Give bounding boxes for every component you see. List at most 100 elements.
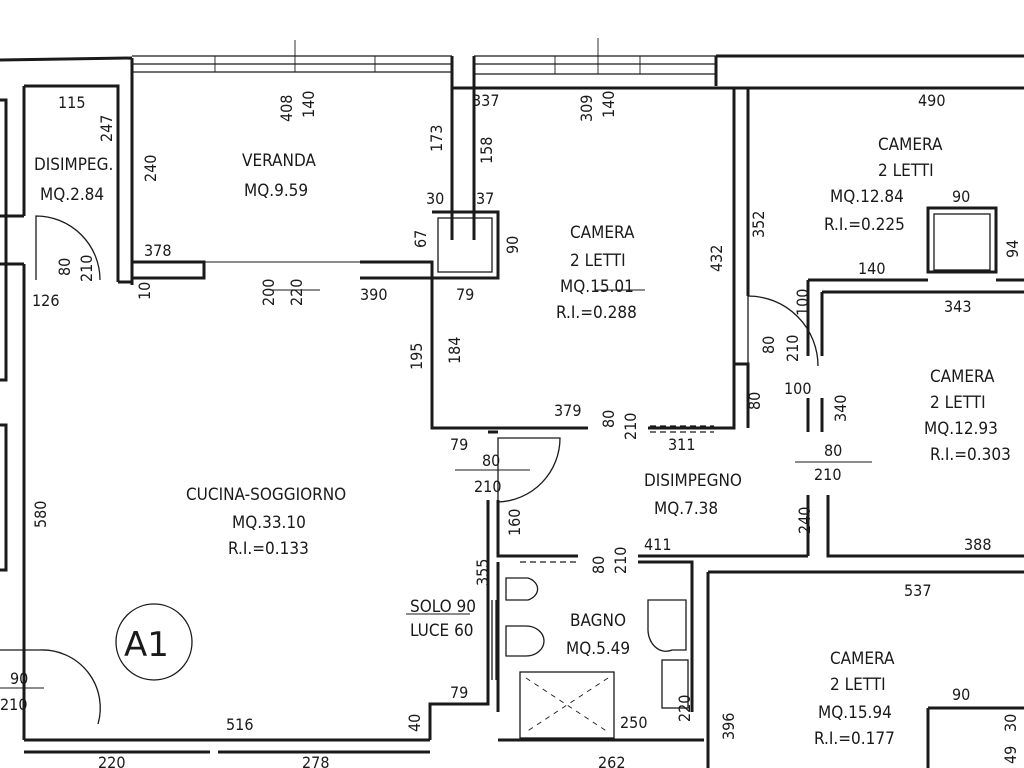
dim-label: 49 <box>1001 746 1020 764</box>
dim-label: 250 <box>620 713 647 732</box>
dim-label: 80 <box>599 410 618 428</box>
dim-label: 184 <box>445 337 464 364</box>
dim-label: 79 <box>450 683 468 702</box>
door-swing <box>747 295 819 367</box>
dim-label: 140 <box>858 259 885 278</box>
dim-label: 160 <box>505 509 524 536</box>
dim-label: 80 <box>589 556 608 574</box>
dim-label: 537 <box>904 581 931 600</box>
dim-label: 80 <box>482 451 500 470</box>
room-area: MQ.7.38 <box>654 499 718 519</box>
dim-label: 516 <box>226 715 253 734</box>
room-ri: R.I.=0.177 <box>814 729 895 749</box>
dim-label: 10 <box>135 282 154 300</box>
dimension-lines <box>0 289 872 689</box>
room-name: CUCINA-SOGGIORNO <box>186 485 346 505</box>
door-swing <box>497 437 561 503</box>
dim-label: 90 <box>503 236 522 254</box>
dimension-labels: 115 247 240 378 10 126 80 210 408 140 17… <box>0 91 1022 768</box>
room-beds: 2 LETTI <box>878 161 934 181</box>
dim-label: 240 <box>795 507 814 534</box>
walls <box>0 38 1024 768</box>
dim-label: 90 <box>952 685 970 704</box>
room-labels: DISIMPEG. MQ.2.84 VERANDA MQ.9.59 CAMERA… <box>34 135 1011 749</box>
dim-label: 337 <box>472 91 499 110</box>
dim-label: 262 <box>598 753 625 768</box>
sink-icon <box>647 599 687 652</box>
room-area: MQ.12.93 <box>924 419 998 439</box>
note-line-1: SOLO 90 <box>410 597 476 617</box>
dim-label: 67 <box>411 230 430 248</box>
dim-label: 210 <box>77 255 96 282</box>
wc-icon <box>505 577 539 601</box>
doors <box>0 215 819 725</box>
dim-label: 30 <box>426 189 444 208</box>
dim-label: 90 <box>10 669 28 688</box>
room-name: CAMERA <box>830 649 895 669</box>
dim-label: 379 <box>554 401 581 420</box>
dim-label: 490 <box>918 91 945 110</box>
room-ri: R.I.=0.225 <box>824 215 905 235</box>
dim-label: 210 <box>474 477 501 496</box>
dim-label: 210 <box>0 695 27 714</box>
dim-label: 126 <box>32 291 59 310</box>
room-ri: R.I.=0.303 <box>930 445 1011 465</box>
shower-tray <box>519 671 615 739</box>
dim-label: 352 <box>749 211 768 238</box>
room-beds: 2 LETTI <box>930 393 986 413</box>
room-beds: 2 LETTI <box>570 251 626 271</box>
dim-label: 378 <box>144 241 171 260</box>
dim-label: 79 <box>450 435 468 454</box>
dim-label: 195 <box>407 343 426 370</box>
room-area: MQ.15.94 <box>818 703 892 723</box>
door-swing <box>35 215 101 281</box>
dim-label: 309 <box>577 95 596 122</box>
dim-label: 247 <box>97 115 116 142</box>
room-area: MQ.33.10 <box>232 513 306 533</box>
dim-label: 79 <box>456 285 474 304</box>
dim-label: 80 <box>824 441 842 460</box>
room-name: CAMERA <box>878 135 943 155</box>
room-area: MQ.15.01 <box>560 277 634 297</box>
door-swing <box>0 649 101 725</box>
dim-label: 115 <box>58 93 85 112</box>
room-name: BAGNO <box>570 611 626 631</box>
dim-label: 90 <box>952 187 970 206</box>
dim-label: 408 <box>277 95 296 122</box>
dim-label: 200 <box>259 279 278 306</box>
closet-box <box>437 217 493 273</box>
dim-label: 210 <box>621 413 640 440</box>
dim-label: 158 <box>477 137 496 164</box>
dim-label: 210 <box>783 335 802 362</box>
dim-label: 355 <box>473 559 492 586</box>
room-area: MQ.12.84 <box>830 187 904 207</box>
dim-label: 140 <box>299 91 318 118</box>
room-beds: 2 LETTI <box>830 675 886 695</box>
room-area: MQ.9.59 <box>244 181 308 201</box>
dim-label: 210 <box>814 465 841 484</box>
dim-label: 343 <box>944 297 971 316</box>
bidet-icon <box>505 625 545 657</box>
room-ri: R.I.=0.133 <box>228 539 309 559</box>
dim-label: 37 <box>476 189 494 208</box>
dim-label: 240 <box>141 155 160 182</box>
dim-label: 210 <box>611 547 630 574</box>
dim-label: 220 <box>287 279 306 306</box>
dim-label: 220 <box>98 753 125 768</box>
note-line-2: LUCE 60 <box>410 621 474 641</box>
room-name: DISIMPEG. <box>34 155 113 175</box>
room-name: VERANDA <box>242 151 316 171</box>
dim-label: 80 <box>759 336 778 354</box>
dim-label: 340 <box>831 395 850 422</box>
dim-label: 278 <box>302 753 329 768</box>
fixtures <box>437 213 991 739</box>
dim-label: 40 <box>405 714 424 732</box>
dim-label: 396 <box>719 713 738 740</box>
dim-label: 432 <box>707 245 726 272</box>
dim-label: 411 <box>644 535 671 554</box>
room-name: CAMERA <box>930 367 995 387</box>
dim-label: 100 <box>793 289 812 316</box>
room-area: MQ.2.84 <box>40 185 104 205</box>
dim-label: 140 <box>599 91 618 118</box>
closet-box <box>933 213 991 271</box>
